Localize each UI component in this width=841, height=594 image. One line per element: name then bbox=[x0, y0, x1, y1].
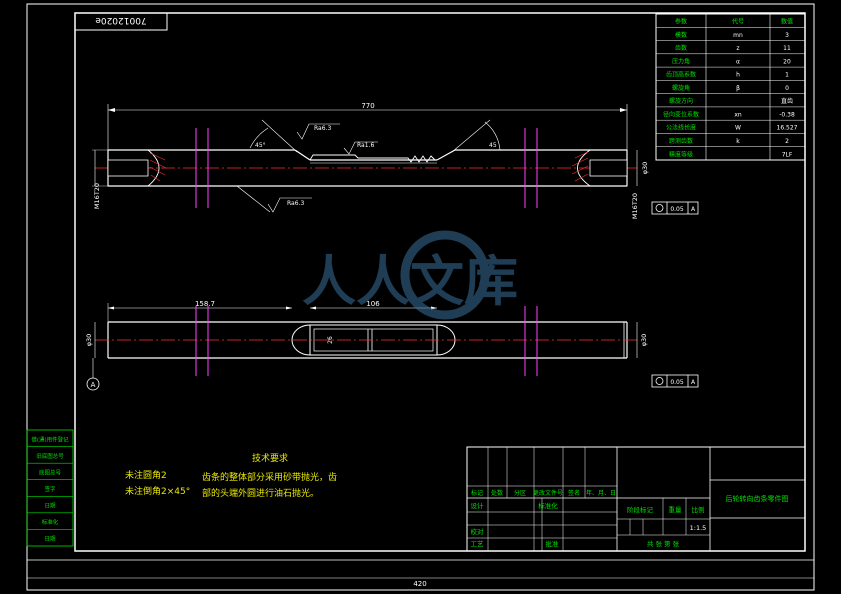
params-cell: 齿数 bbox=[675, 44, 687, 52]
params-cell: 直齿 bbox=[781, 97, 793, 105]
params-cell: α bbox=[736, 58, 740, 65]
params-cell: h bbox=[736, 72, 740, 79]
params-cell: xn bbox=[734, 111, 742, 118]
svg-text:工艺: 工艺 bbox=[471, 540, 485, 548]
strip-label: 日期 bbox=[44, 503, 56, 510]
params-cell: 螺旋角 bbox=[672, 84, 690, 92]
title-row-label: 年、月、日 bbox=[586, 489, 616, 497]
svg-text:Ra6.3: Ra6.3 bbox=[287, 200, 304, 207]
datum-circle bbox=[86, 377, 100, 391]
inner-frame bbox=[74, 12, 806, 552]
params-cell: 20 bbox=[783, 58, 791, 65]
part-name: 后轮转向齿条零件图 bbox=[726, 494, 789, 503]
params-cell: 压力角 bbox=[672, 57, 690, 65]
rack-front-view: 770 45° 45 Ra6.3 bbox=[92, 102, 649, 219]
params-cell: 跨测齿数 bbox=[669, 137, 693, 145]
svg-text:770: 770 bbox=[361, 102, 374, 110]
svg-text:φ30: φ30 bbox=[85, 334, 93, 347]
params-cell: 11 bbox=[783, 45, 791, 52]
cylindricity-icon bbox=[655, 377, 664, 385]
svg-text:A: A bbox=[691, 206, 696, 213]
params-header: 数值 bbox=[781, 18, 793, 26]
title-row-label: 标记 bbox=[471, 489, 483, 497]
tolerance-frame-2: 0.05 A bbox=[651, 374, 699, 388]
params-cell: 16.527 bbox=[777, 125, 798, 132]
strip-label: 底图总号 bbox=[39, 468, 62, 476]
svg-text:Ra6.3: Ra6.3 bbox=[314, 125, 331, 132]
params-cell: 0 bbox=[785, 85, 789, 92]
svg-text:技术要求: 技术要求 bbox=[252, 452, 288, 464]
svg-text:26: 26 bbox=[327, 336, 334, 344]
drawing-number-box bbox=[74, 12, 168, 31]
svg-text:φ30: φ30 bbox=[641, 162, 649, 175]
rack-top-view: 158.7 106 26 φ30 φ30 A bbox=[85, 300, 648, 391]
params-cell: k bbox=[736, 138, 740, 145]
technical-notes: 技术要求 未注圆角2 未注倒角2×45° 齿条的整体部分采用砂带抛光，齿 部的头… bbox=[125, 452, 337, 499]
params-cell: W bbox=[735, 125, 741, 132]
params-cell: z bbox=[736, 45, 739, 52]
params-cell: β bbox=[736, 85, 740, 92]
params-header: 代号 bbox=[732, 18, 744, 26]
title-row-label: 处数 bbox=[491, 489, 503, 497]
params-cell: 7LF bbox=[782, 151, 793, 158]
svg-text:A: A bbox=[91, 381, 96, 389]
outer-frame bbox=[26, 3, 815, 591]
svg-text:重量: 重量 bbox=[669, 506, 683, 514]
params-cell: 精度等级 bbox=[669, 150, 693, 158]
params-header: 参数 bbox=[675, 18, 687, 26]
svg-text:φ30: φ30 bbox=[640, 334, 648, 347]
tolerance-frame-1: 0.05 A bbox=[651, 201, 699, 215]
svg-text:M16T20: M16T20 bbox=[93, 183, 101, 209]
svg-text:批准: 批准 bbox=[546, 539, 560, 548]
svg-text:设计: 设计 bbox=[471, 501, 485, 510]
params-cell: 模数 bbox=[675, 31, 687, 39]
svg-text:158.7: 158.7 bbox=[195, 300, 215, 308]
params-cell: mn bbox=[733, 32, 743, 39]
strip-label: 旧底图总号 bbox=[36, 452, 64, 460]
watermark: 人人文库 bbox=[302, 230, 518, 320]
params-cell: 3 bbox=[785, 32, 789, 39]
params-cell: 齿顶高系数 bbox=[666, 71, 696, 79]
title-row-label: 签名 bbox=[568, 489, 580, 497]
cylindricity-icon bbox=[655, 204, 664, 212]
title-row-label: 分区 bbox=[514, 489, 526, 497]
svg-text:45°: 45° bbox=[255, 142, 266, 149]
svg-text:1:1.5: 1:1.5 bbox=[690, 524, 707, 532]
params-cell: 1 bbox=[785, 72, 789, 79]
title-row-label: 更改文件号 bbox=[533, 489, 563, 497]
svg-text:未注圆角2: 未注圆角2 bbox=[125, 469, 167, 481]
svg-text:标准化: 标准化 bbox=[538, 501, 558, 510]
params-cell: 径向变位系数 bbox=[663, 110, 699, 118]
svg-text:45: 45 bbox=[489, 142, 497, 149]
svg-text:M16T20: M16T20 bbox=[631, 193, 639, 219]
params-cell: -0.38 bbox=[779, 111, 795, 118]
svg-text:0.05: 0.05 bbox=[670, 379, 684, 386]
title-block: 标记处数 分区更改文件号签名年、月、日 后轮转向齿条零件图 设计 工艺 标准化 批… bbox=[466, 446, 806, 552]
params-cell: 公法线长度 bbox=[666, 124, 696, 132]
svg-text:比例: 比例 bbox=[692, 505, 705, 514]
strip-label: 借(通)用件登记 bbox=[31, 435, 69, 443]
strip-label: 标准化 bbox=[42, 518, 59, 526]
svg-text:人人文库: 人人文库 bbox=[302, 250, 518, 313]
svg-text:校对: 校对 bbox=[471, 527, 485, 536]
bottom-dimension: 420 bbox=[413, 580, 426, 588]
svg-text:106: 106 bbox=[366, 300, 380, 308]
svg-text:部的头端外圆进行油石抛光。: 部的头端外圆进行油石抛光。 bbox=[202, 487, 319, 499]
drawing-number: 70012020e bbox=[95, 15, 147, 25]
svg-text:A: A bbox=[691, 379, 696, 386]
svg-text:0.05: 0.05 bbox=[670, 206, 684, 213]
strip-label: 日期 bbox=[44, 536, 56, 543]
svg-text:Ra1.6: Ra1.6 bbox=[357, 142, 374, 149]
params-cell: 2 bbox=[785, 138, 789, 145]
svg-text:共 张 第 张: 共 张 第 张 bbox=[647, 539, 680, 548]
params-cell: 螺旋方向 bbox=[669, 97, 693, 105]
svg-text:阶段标记: 阶段标记 bbox=[627, 505, 654, 514]
svg-text:齿条的整体部分采用砂带抛光，齿: 齿条的整体部分采用砂带抛光，齿 bbox=[202, 471, 337, 483]
svg-text:未注倒角2×45°: 未注倒角2×45° bbox=[125, 485, 190, 497]
strip-label: 签字 bbox=[44, 485, 56, 493]
